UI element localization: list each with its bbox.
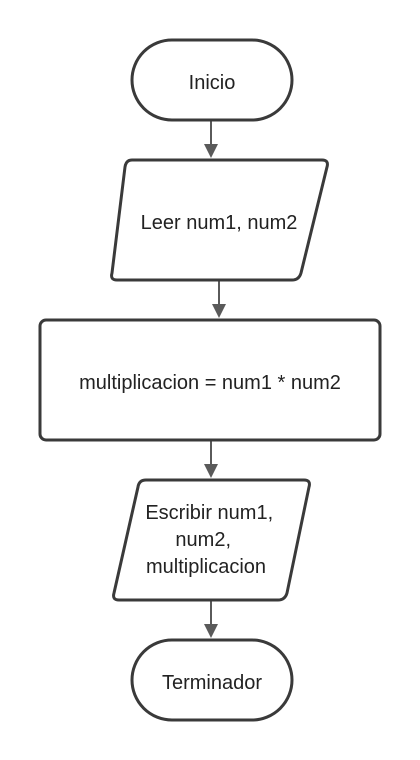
terminal-shape — [130, 38, 294, 122]
node-label: Leer num1, num2 — [141, 212, 298, 234]
node-label: multiplicacion = num1 * num2 — [79, 372, 341, 394]
process-shape — [38, 318, 382, 442]
node-label: Terminador — [162, 672, 262, 694]
connector-escribir-terminador — [204, 600, 218, 638]
connector-inicio-leer — [204, 120, 218, 158]
connector-leer-proceso — [212, 280, 226, 318]
terminal-shape — [130, 638, 294, 722]
input-output-shape — [110, 158, 329, 282]
node-label: Escribir num1, num2, multiplicacion — [145, 502, 278, 578]
node-label-line: Escribir num1, — [145, 502, 273, 524]
node-escribir: Escribir num1, num2, multiplicacion — [112, 478, 311, 602]
node-label: Inicio — [189, 72, 236, 94]
node-label-line: multiplicacion — [146, 556, 266, 578]
input-output-shape — [112, 478, 311, 602]
node-leer: Leer num1, num2 — [110, 158, 329, 282]
node-inicio: Inicio — [130, 38, 294, 122]
node-label-line: num2, — [175, 529, 231, 551]
connector-proceso-escribir — [204, 440, 218, 478]
node-terminador: Terminador — [130, 638, 294, 722]
node-proceso: multiplicacion = num1 * num2 — [38, 318, 382, 442]
